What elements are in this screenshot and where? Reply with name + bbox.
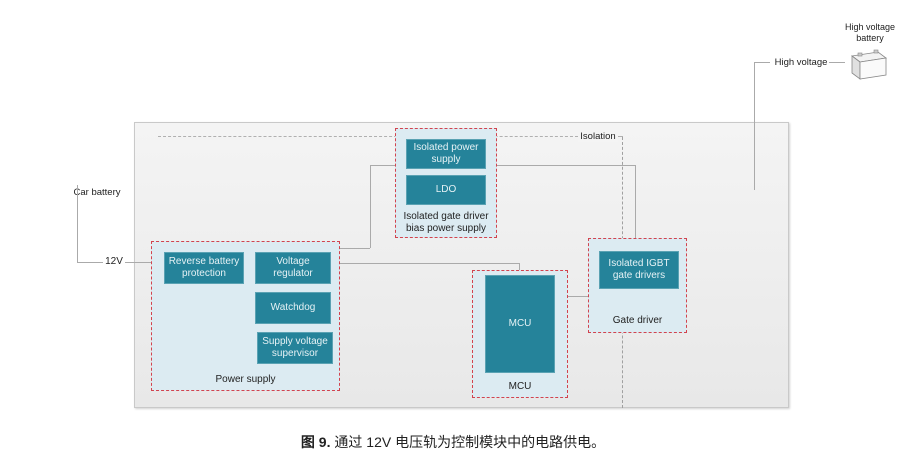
mcu-label: MCU	[508, 381, 532, 392]
hv-wire-vertical	[754, 62, 755, 190]
hv-wire-left	[754, 62, 770, 63]
car-battery-label: Car battery	[73, 187, 121, 198]
isolated-igbt-gate-drivers-block: Isolated IGBT gate drivers	[599, 251, 679, 289]
power-supply-label: Power supply	[215, 374, 276, 385]
figure-number: 图 9.	[300, 434, 331, 450]
isolated-power-supply-block: Isolated power supply	[406, 139, 486, 169]
reverse-battery-protection-block: Reverse battery protection	[164, 252, 244, 284]
mcu-supply-wire	[339, 263, 519, 264]
bias-supply-label: Isolated gate driver bias power supply	[403, 211, 489, 234]
battery-icon	[850, 49, 888, 80]
12v-wire	[125, 262, 152, 263]
bias-out-wire-vertical	[635, 165, 636, 255]
mcu-group: MCU MCU	[472, 270, 568, 398]
hv-battery-label: High voltage battery	[844, 22, 896, 43]
isolation-line-end	[617, 136, 623, 137]
bias-supply-group: Isolated power supply LDO Isolated gate …	[395, 128, 497, 238]
car-battery-wire	[77, 262, 103, 263]
voltage-regulator-block: Voltage regulator	[255, 252, 331, 284]
hv-wire-right	[829, 62, 845, 63]
mcu-supply-wire-drop	[519, 263, 520, 270]
ldo-block: LDO	[406, 175, 486, 205]
12v-label: 12V	[105, 256, 123, 267]
supply-voltage-supervisor-block: Supply voltage supervisor	[257, 332, 333, 364]
watchdog-block: Watchdog	[255, 292, 331, 324]
figure-caption-text: 通过 12V 电压轨为控制模块中的电路供电。	[330, 434, 606, 450]
car-battery-wire-vertical	[77, 185, 78, 263]
bias-out-wire	[488, 165, 635, 166]
gate-driver-group: Isolated IGBT gate drivers Gate driver	[588, 238, 687, 333]
high-voltage-label: High voltage	[774, 57, 828, 68]
bias-wire-top	[370, 165, 396, 166]
figure-caption: 图 9. 通过 12V 电压轨为控制模块中的电路供电。	[0, 432, 906, 452]
isolation-line	[158, 136, 578, 137]
isolation-label: Isolation	[578, 131, 618, 142]
bias-wire-vertical	[370, 165, 371, 248]
mcu-block: MCU	[485, 275, 555, 373]
power-supply-group: Reverse battery protection Voltage regul…	[151, 241, 340, 391]
gate-driver-label: Gate driver	[612, 315, 663, 326]
mcu-to-gate-wire	[566, 296, 589, 297]
bias-wire-bottom	[339, 248, 370, 249]
